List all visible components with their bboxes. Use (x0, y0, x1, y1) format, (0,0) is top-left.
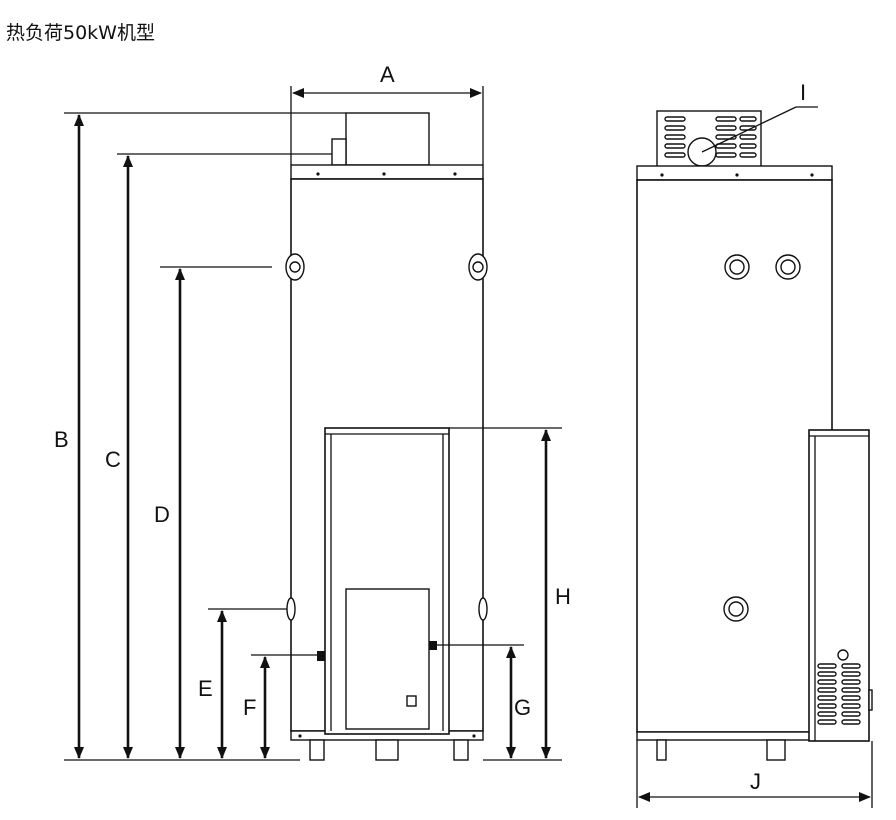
gas-valve-left (317, 651, 325, 661)
label-H: H (555, 584, 571, 609)
side-dimensions: I J (636, 80, 873, 808)
side-top-cap (636, 165, 833, 181)
label-E: E (198, 676, 213, 701)
lower-left-connection (286, 597, 296, 621)
label-A: A (380, 62, 395, 87)
foot-center (375, 739, 399, 761)
foot-right (453, 739, 469, 761)
side-foot-left (656, 739, 667, 761)
label-G: G (514, 695, 531, 720)
page-title: 热负荷50kW机型 (6, 22, 155, 44)
front-dimensions: A B C D E F G H (54, 62, 571, 761)
side-cold-water-inlet (775, 254, 801, 280)
label-F: F (243, 695, 256, 720)
lower-right-connection (478, 597, 488, 621)
side-foot-right (766, 739, 786, 761)
label-B: B (54, 427, 69, 452)
side-bottom-base (636, 731, 833, 741)
side-burner-cabinet (808, 429, 870, 742)
upper-left-connection (285, 253, 305, 281)
label-I: I (800, 80, 806, 105)
label-D: D (154, 502, 170, 527)
top-cap (290, 164, 484, 180)
gas-valve-right (429, 641, 437, 650)
side-vent-slots (817, 663, 861, 725)
label-C: C (105, 447, 121, 472)
front-view (285, 112, 488, 761)
top-vent-slots (664, 116, 757, 158)
exhaust-box (345, 112, 430, 166)
burner-door (345, 588, 430, 730)
side-view (636, 110, 873, 761)
upper-right-connection (468, 253, 488, 281)
gas-connection-icon (837, 649, 849, 661)
label-J: J (750, 769, 761, 794)
exhaust-pipe (331, 138, 347, 166)
door-latch (406, 695, 417, 707)
side-drain-connection (723, 596, 749, 622)
foot-left (309, 739, 325, 761)
side-hot-water-outlet (724, 254, 750, 280)
